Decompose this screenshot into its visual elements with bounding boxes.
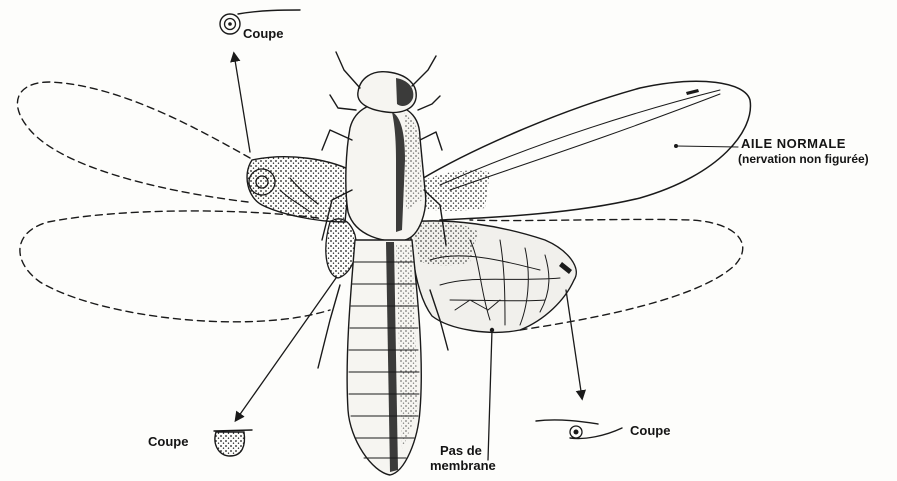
label-aile-normale: AILE NORMALE — [741, 137, 846, 151]
reduced-left-hindwing — [326, 219, 356, 278]
section-icon-left — [214, 430, 252, 456]
missing-left-hindwing-outline — [20, 211, 330, 322]
arrow-to-coupe-left — [236, 278, 336, 420]
right-forewing-stigma — [686, 89, 699, 95]
missing-left-forewing-outline — [17, 82, 250, 202]
right-forewing-basal-shading — [420, 170, 490, 211]
section-icon-right — [536, 420, 622, 439]
reduced-left-forewing — [247, 157, 350, 222]
label-pas-de: Pas de — [440, 444, 482, 458]
leader-aile-normale-dot — [674, 144, 678, 148]
leader-pas-de-membrane — [488, 330, 492, 460]
label-membrane: membrane — [430, 459, 496, 473]
leader-pas-de-membrane-dot — [490, 328, 494, 332]
right-forewing-costa — [440, 90, 720, 185]
leader-aile-normale — [676, 146, 738, 147]
arrow-to-coupe-top — [234, 54, 250, 152]
right-forewing-vein — [450, 94, 720, 190]
arrow-to-coupe-right — [566, 290, 582, 398]
label-coupe-top: Coupe — [243, 27, 283, 41]
label-coupe-left: Coupe — [148, 435, 188, 449]
label-nervation: (nervation non figurée) — [738, 153, 869, 166]
label-coupe-right: Coupe — [630, 424, 670, 438]
